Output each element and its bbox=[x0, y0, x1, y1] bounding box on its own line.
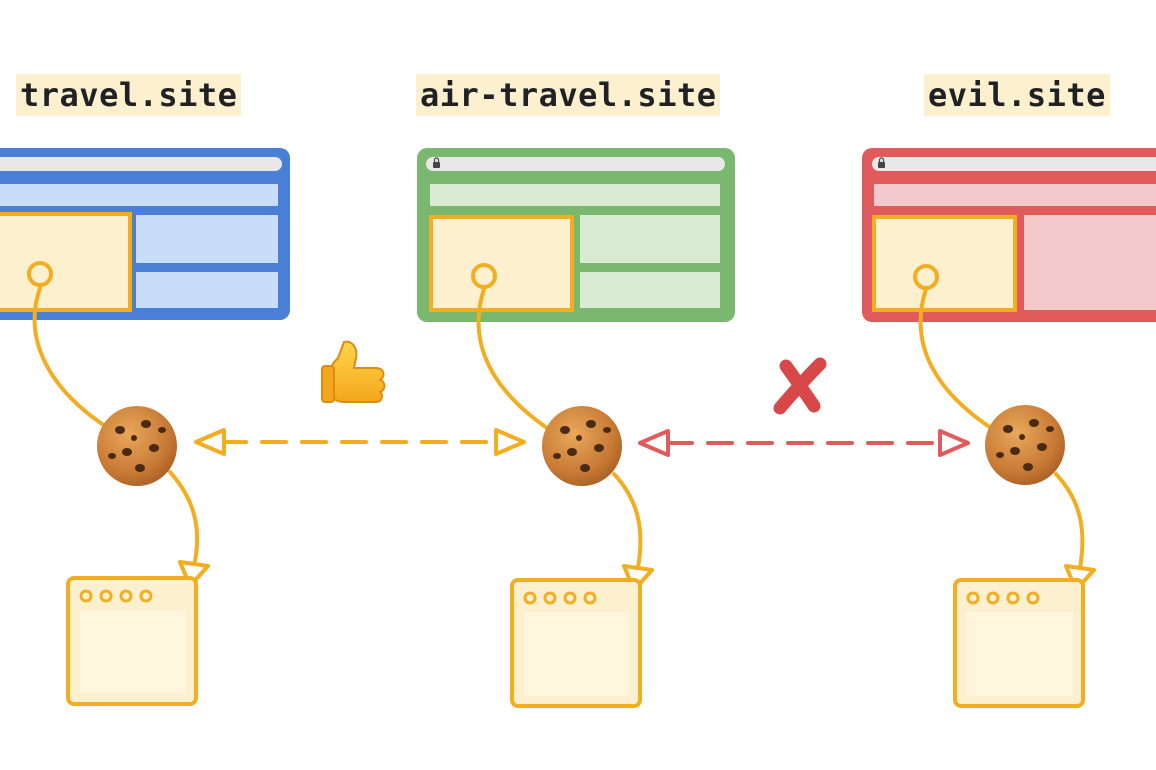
storage-connector-travel bbox=[168, 470, 200, 568]
site-label-evil: evil.site bbox=[924, 74, 1110, 116]
browser-window-air-travel bbox=[417, 148, 735, 322]
lock-icon bbox=[433, 157, 440, 168]
cookie-icon bbox=[985, 405, 1065, 485]
cross-mark-icon bbox=[773, 357, 827, 415]
arrowhead-left-blocked bbox=[638, 429, 670, 457]
connector-travel bbox=[32, 286, 110, 430]
storage-box-air-travel bbox=[510, 578, 642, 708]
thumbs-up-icon bbox=[321, 340, 386, 403]
browser-window-travel bbox=[0, 148, 290, 320]
arrowhead-left-allowed bbox=[194, 428, 226, 456]
address-bar-travel bbox=[0, 157, 282, 171]
embedded-iframe-travel bbox=[0, 212, 132, 312]
blocked-relation-arrow bbox=[638, 429, 970, 457]
arrowhead-down-travel bbox=[178, 560, 210, 588]
iframe-to-cookie-connectors bbox=[32, 286, 996, 432]
iframe-anchor-dots bbox=[27, 261, 939, 290]
storage-box-evil bbox=[953, 578, 1085, 708]
content-block-travel-2 bbox=[136, 272, 278, 308]
content-block-air-1 bbox=[580, 215, 720, 263]
header-bar-travel bbox=[0, 184, 278, 206]
storage-box-travel bbox=[66, 576, 198, 706]
cookie-icon bbox=[542, 406, 622, 486]
anchor-dot-air-travel bbox=[471, 263, 497, 289]
storage-connector-evil bbox=[1054, 472, 1085, 570]
arrowhead-right-allowed bbox=[494, 428, 526, 456]
site-label-travel: travel.site bbox=[16, 74, 242, 116]
allowed-relation-arrow bbox=[194, 428, 526, 456]
content-block-travel-1 bbox=[136, 215, 278, 263]
content-block-evil bbox=[1024, 215, 1156, 310]
header-bar-evil bbox=[874, 184, 1156, 206]
storage-connector-air-travel bbox=[612, 472, 643, 570]
arrowhead-right-blocked bbox=[938, 429, 970, 457]
content-block-air-2 bbox=[580, 272, 720, 308]
embedded-iframe-evil bbox=[872, 215, 1017, 312]
cookie-icon bbox=[97, 406, 177, 486]
embedded-iframe-air-travel bbox=[429, 215, 574, 312]
anchor-dot-travel bbox=[27, 261, 53, 287]
connector-evil bbox=[918, 287, 996, 432]
address-bar-evil bbox=[872, 157, 1156, 171]
anchor-dot-evil bbox=[913, 264, 939, 290]
lock-icon bbox=[878, 157, 885, 168]
cookie-to-storage-connectors bbox=[168, 470, 1085, 570]
site-label-air-travel: air-travel.site bbox=[416, 74, 721, 116]
storage-arrowheads bbox=[178, 560, 1096, 592]
browser-window-evil bbox=[862, 148, 1156, 322]
connector-air-travel bbox=[476, 287, 552, 432]
address-bar-air-travel bbox=[426, 157, 725, 171]
header-bar-air-travel bbox=[430, 184, 720, 206]
